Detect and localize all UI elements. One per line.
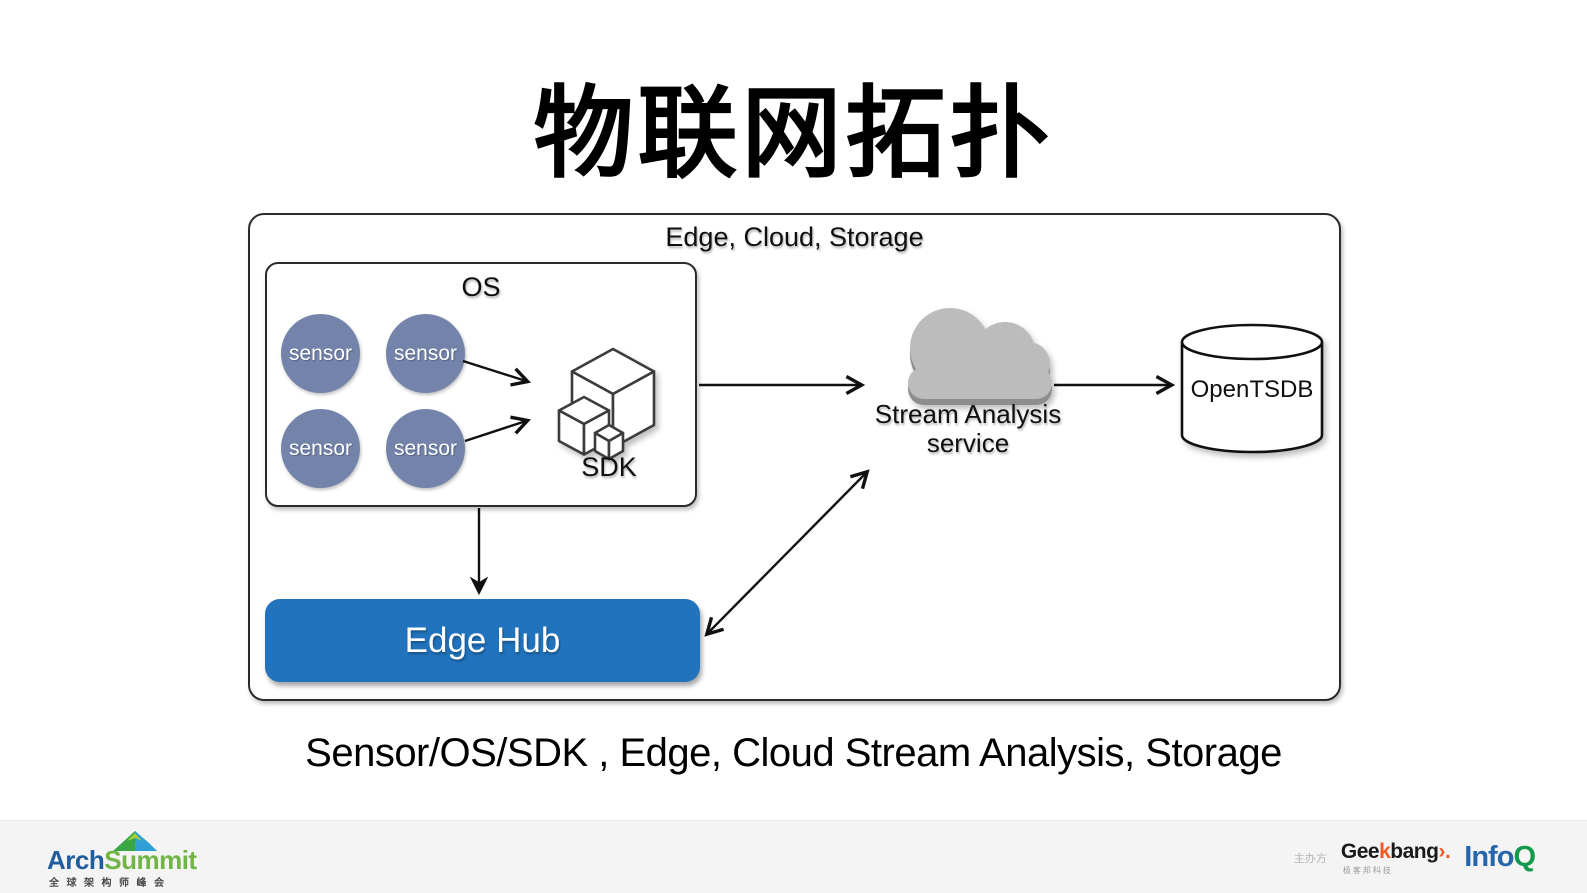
sensor-label: sensor <box>393 341 458 365</box>
stream-analysis-line1: Stream Analysis <box>874 399 1062 429</box>
sensor-node: sensor <box>281 409 360 488</box>
opentsdb-label: OpenTSDB <box>1190 376 1314 403</box>
geekbang-wordmark: Geekbang›. <box>1340 839 1451 864</box>
mountain-icon <box>113 831 157 851</box>
footer-sponsors: 主办方 Geekbang›. 极客邦科技 InfoQ <box>1293 821 1536 893</box>
edge-cloud-storage-label: Edge, Cloud, Storage <box>665 222 924 252</box>
footer-bar: ArchSummit 全球架构师峰会 主办方 Geekbang›. 极客邦科技 … <box>0 820 1587 893</box>
archsummit-summit: Summit <box>104 845 197 875</box>
sensor-node: sensor <box>281 314 360 393</box>
sensor-node: sensor <box>386 409 465 488</box>
edge-hub-label: Edge Hub <box>404 620 561 660</box>
archsummit-subtitle: 全球架构师峰会 <box>49 878 172 889</box>
stream-analysis-label: Stream Analysis service <box>858 400 1078 458</box>
sensor-label: sensor <box>288 341 353 365</box>
geekbang-bang: bang <box>1390 839 1439 863</box>
archsummit-arch: Arch <box>47 845 105 875</box>
archsummit-logo: ArchSummit 全球架构师峰会 <box>45 827 205 889</box>
sensor-node: sensor <box>386 314 465 393</box>
slide-caption: Sensor/OS/SDK , Edge, Cloud Stream Analy… <box>305 731 1282 775</box>
edge-hub-node: Edge Hub <box>265 599 700 682</box>
page-title: 物联网拓扑 <box>533 78 1054 190</box>
geekbang-chevron: ›. <box>1438 839 1451 863</box>
geekbang-gee: Gee <box>1340 839 1380 863</box>
archsummit-wordmark: ArchSummit <box>47 845 197 876</box>
sdk-label: SDK <box>581 452 637 482</box>
stream-analysis-line2: service <box>926 428 1010 458</box>
organizer-label: 主办方 <box>1293 852 1327 865</box>
infoq-q: Q <box>1513 841 1536 873</box>
infoq-logo: InfoQ <box>1464 841 1536 874</box>
infoq-info: Info <box>1464 841 1514 873</box>
os-label: OS <box>461 272 501 302</box>
sensor-label: sensor <box>288 436 353 460</box>
geekbang-subtitle: 极客邦科技 <box>1342 865 1393 875</box>
sensor-label: sensor <box>393 436 458 460</box>
geekbang-k: k <box>1379 839 1391 863</box>
geekbang-logo: Geekbang›. 极客邦科技 <box>1340 839 1451 876</box>
